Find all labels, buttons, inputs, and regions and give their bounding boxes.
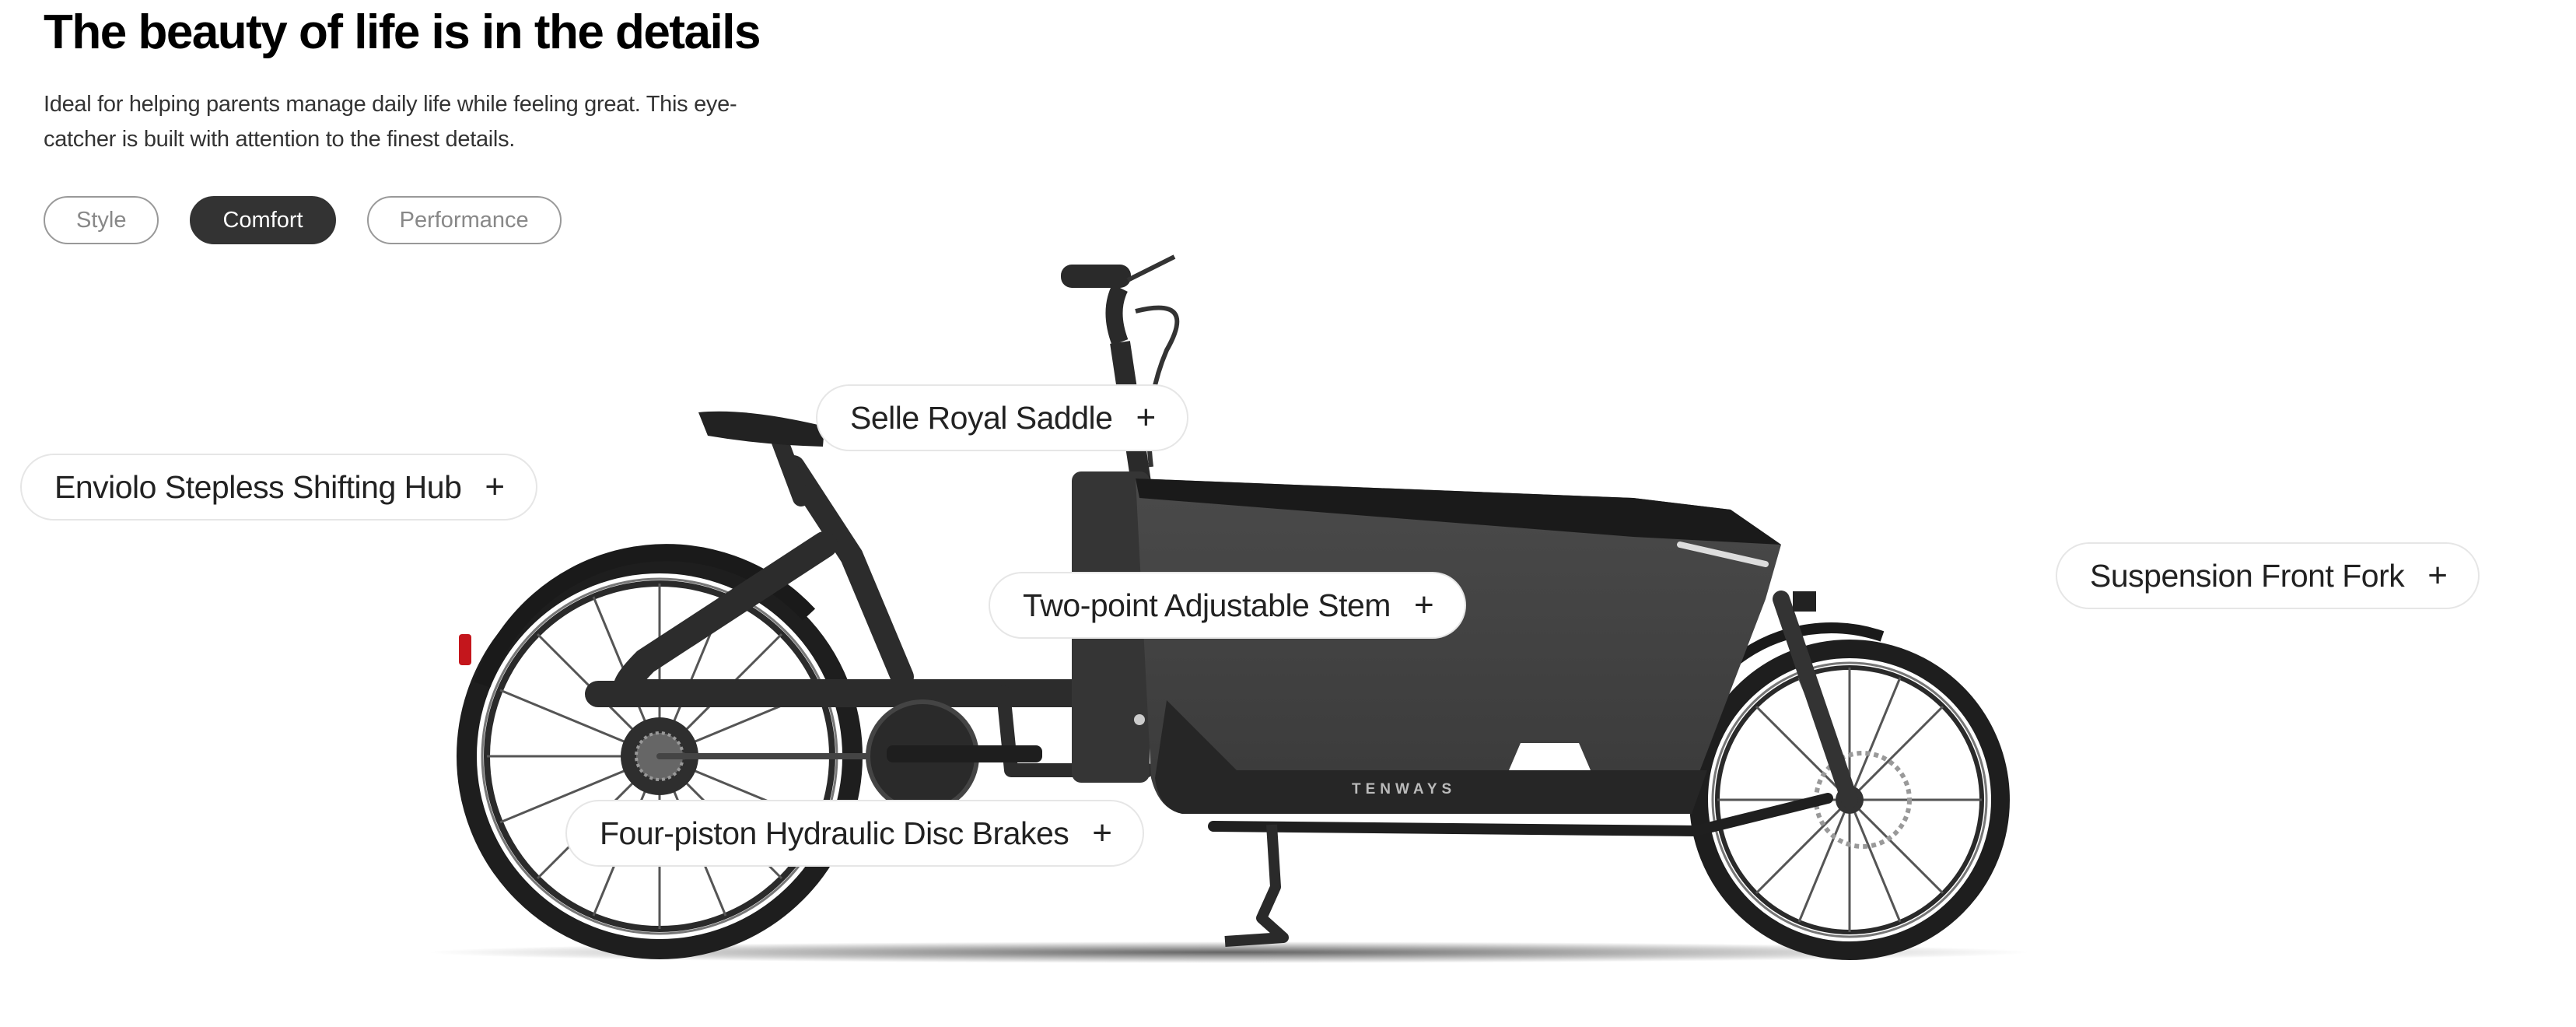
- front-fork: [1773, 591, 1858, 808]
- hotspot-label: Two-point Adjustable Stem: [1023, 587, 1391, 623]
- hotspot-label: Enviolo Stepless Shifting Hub: [54, 468, 462, 505]
- ground-shadow: [428, 941, 2030, 963]
- tab-performance[interactable]: Performance: [366, 196, 562, 244]
- hotspot-label: Four-piston Hydraulic Disc Brakes: [600, 815, 1069, 851]
- plus-icon: +: [1136, 398, 1156, 436]
- plus-icon: +: [1413, 586, 1434, 624]
- tab-style[interactable]: Style: [44, 196, 159, 244]
- plus-icon: +: [2427, 556, 2448, 594]
- description: Ideal for helping parents manage daily l…: [44, 92, 737, 152]
- rear-wheel: [457, 544, 863, 959]
- saddle: [698, 411, 824, 447]
- feature-tabs: Style Comfort Performance: [44, 196, 562, 244]
- brand-logo-text: TENWAYS: [1352, 781, 1456, 797]
- kickstand: [1224, 824, 1289, 947]
- hotspot-adjustable-stem[interactable]: Two-point Adjustable Stem +: [989, 572, 1467, 639]
- plus-icon: +: [485, 468, 505, 506]
- lower-frame: [1208, 793, 1833, 837]
- hotspot-label: Suspension Front Fork: [2090, 557, 2405, 594]
- frame: [585, 427, 1160, 777]
- hotspot-disc-brakes[interactable]: Four-piston Hydraulic Disc Brakes +: [565, 800, 1145, 867]
- cargo-box: TENWAYS: [1134, 478, 1781, 814]
- hotspot-label: Selle Royal Saddle: [850, 399, 1113, 436]
- plus-icon: +: [1092, 814, 1112, 852]
- tab-comfort[interactable]: Comfort: [190, 196, 336, 244]
- page-title: The beauty of life is in the details: [44, 5, 761, 59]
- hotspot-saddle[interactable]: Selle Royal Saddle +: [816, 384, 1188, 451]
- hotspot-shifting-hub[interactable]: Enviolo Stepless Shifting Hub +: [20, 454, 537, 521]
- hotspot-front-fork[interactable]: Suspension Front Fork +: [2056, 542, 2480, 609]
